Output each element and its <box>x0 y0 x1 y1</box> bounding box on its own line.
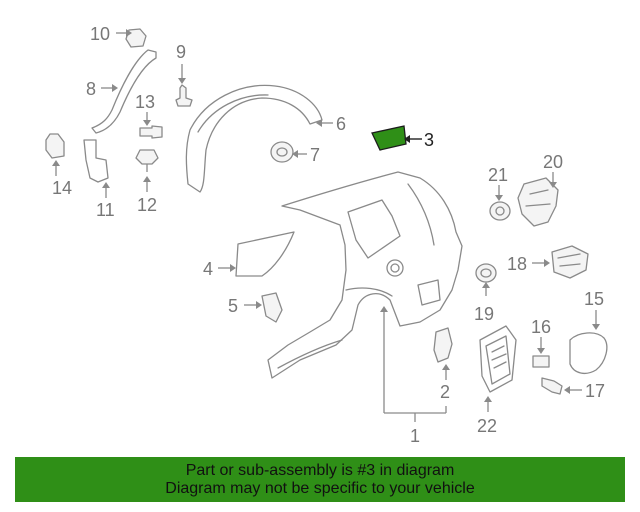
callout-6: 6 <box>336 114 346 134</box>
callout-21: 21 <box>488 165 508 185</box>
part-6-liner: 6 <box>185 84 346 193</box>
part-4-panel: 4 <box>203 231 295 279</box>
part-11-bracket: 11 <box>83 139 115 220</box>
callout-4: 4 <box>203 259 213 279</box>
part-20-actuator: 20 <box>517 152 563 227</box>
part-17-pin: 17 <box>541 377 605 401</box>
part-10-clip: 10 <box>90 24 147 48</box>
part-19-cap: 19 <box>474 263 497 324</box>
part-14-grommet: 14 <box>45 133 72 198</box>
part-9-bolt: 9 <box>175 42 193 107</box>
callout-16: 16 <box>531 317 551 337</box>
part-8-molding: 8 <box>86 49 157 134</box>
part-1-quarter-panel: 1 <box>267 171 463 446</box>
callout-22: 22 <box>477 416 497 436</box>
part-3-highlighted[interactable]: 3 <box>371 125 434 151</box>
part-22-housing: 22 <box>477 325 517 436</box>
part-15-fuel-door: 15 <box>569 289 608 375</box>
callout-13: 13 <box>135 92 155 112</box>
part-13-screw: 13 <box>135 92 163 139</box>
callout-11: 11 <box>96 200 115 220</box>
callout-2: 2 <box>440 382 450 402</box>
part-12-clip: 12 <box>135 149 159 215</box>
callout-10: 10 <box>90 24 110 44</box>
callout-14: 14 <box>52 178 72 198</box>
parts-diagram: 10 8 9 13 14 11 12 <box>45 24 608 446</box>
callout-15: 15 <box>584 289 604 309</box>
info-banner: Part or sub-assembly is #3 in diagram Di… <box>15 457 625 502</box>
callout-8: 8 <box>86 79 96 99</box>
callout-17: 17 <box>585 381 605 401</box>
callout-3: 3 <box>424 130 434 150</box>
callout-12: 12 <box>137 195 157 215</box>
callout-18: 18 <box>507 254 527 274</box>
callout-9: 9 <box>176 42 186 62</box>
part-2-bracket: 2 <box>433 327 453 402</box>
part-18-lock: 18 <box>507 245 589 279</box>
banner-line-1: Part or sub-assembly is #3 in diagram <box>185 461 455 479</box>
part-5-bracket: 5 <box>228 292 283 323</box>
callout-1: 1 <box>410 426 420 446</box>
callout-19: 19 <box>474 304 494 324</box>
banner-line-2: Diagram may not be specific to your vehi… <box>165 479 475 497</box>
part-21-grommet: 21 <box>488 165 511 221</box>
callout-5: 5 <box>228 296 238 316</box>
callout-20: 20 <box>543 152 563 172</box>
callout-7: 7 <box>310 145 320 165</box>
part-16-plate: 16 <box>531 317 551 368</box>
part-7-plug: 7 <box>270 141 320 165</box>
